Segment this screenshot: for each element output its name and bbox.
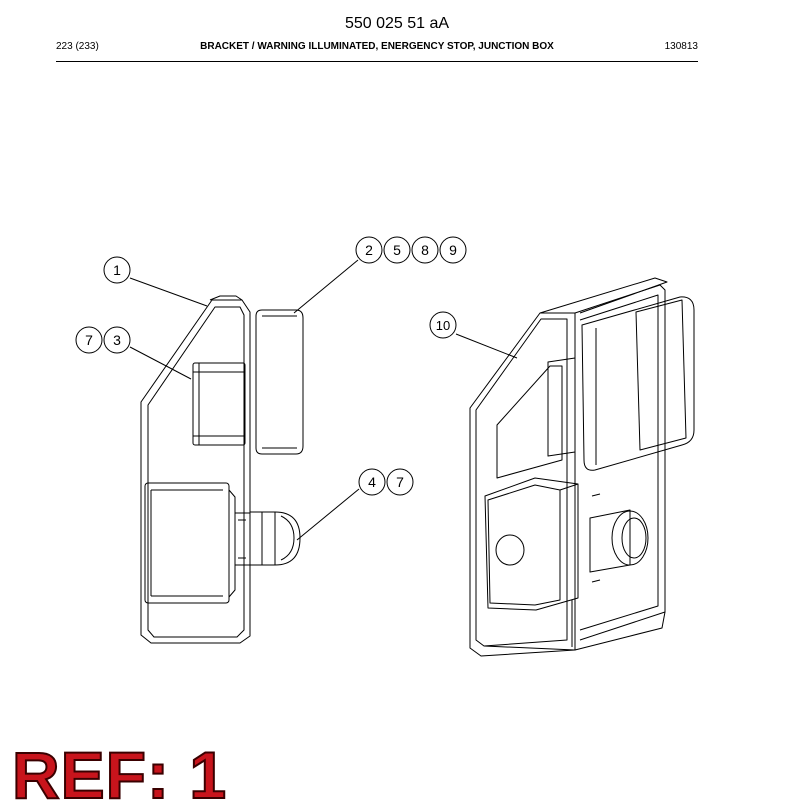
callout-8: [411, 236, 439, 264]
callout-10-label: 10: [436, 318, 450, 333]
callout-5: [383, 236, 411, 264]
leader-lines: [129, 259, 518, 541]
callout-8-label: 8: [421, 242, 429, 258]
callout-3: [103, 326, 131, 354]
bracket-side-view: [140, 295, 304, 644]
callout-9-label: 9: [449, 242, 457, 258]
callout-7b: [386, 468, 414, 496]
callout-7b-label: 7: [396, 474, 404, 490]
callout-7a: [75, 326, 103, 354]
callout-7a-label: 7: [85, 332, 93, 348]
callout-5-label: 5: [393, 242, 401, 258]
callout-2: [355, 236, 383, 264]
callout-1: [103, 256, 131, 284]
callout-9: [439, 236, 467, 264]
page-ref: 223 (233): [56, 41, 99, 52]
callout-10: [429, 311, 457, 339]
header-rule: [56, 61, 698, 62]
doc-title: BRACKET / WARNING ILLUMINATED, ENERGENCY…: [200, 41, 554, 52]
bracket-iso-view: [469, 277, 695, 657]
header-row: 223 (233) BRACKET / WARNING ILLUMINATED,…: [56, 41, 698, 55]
callout-4-label: 4: [368, 474, 376, 490]
callout-bubbles: [75, 236, 467, 496]
callout-1-label: 1: [113, 262, 121, 278]
ref-label: REF: 1: [11, 738, 228, 812]
doc-number: 550 025 51 aA: [344, 15, 450, 32]
callout-2-label: 2: [365, 242, 373, 258]
doc-date: 130813: [664, 41, 698, 52]
callout-4: [358, 468, 386, 496]
callout-3-label: 3: [113, 332, 121, 348]
